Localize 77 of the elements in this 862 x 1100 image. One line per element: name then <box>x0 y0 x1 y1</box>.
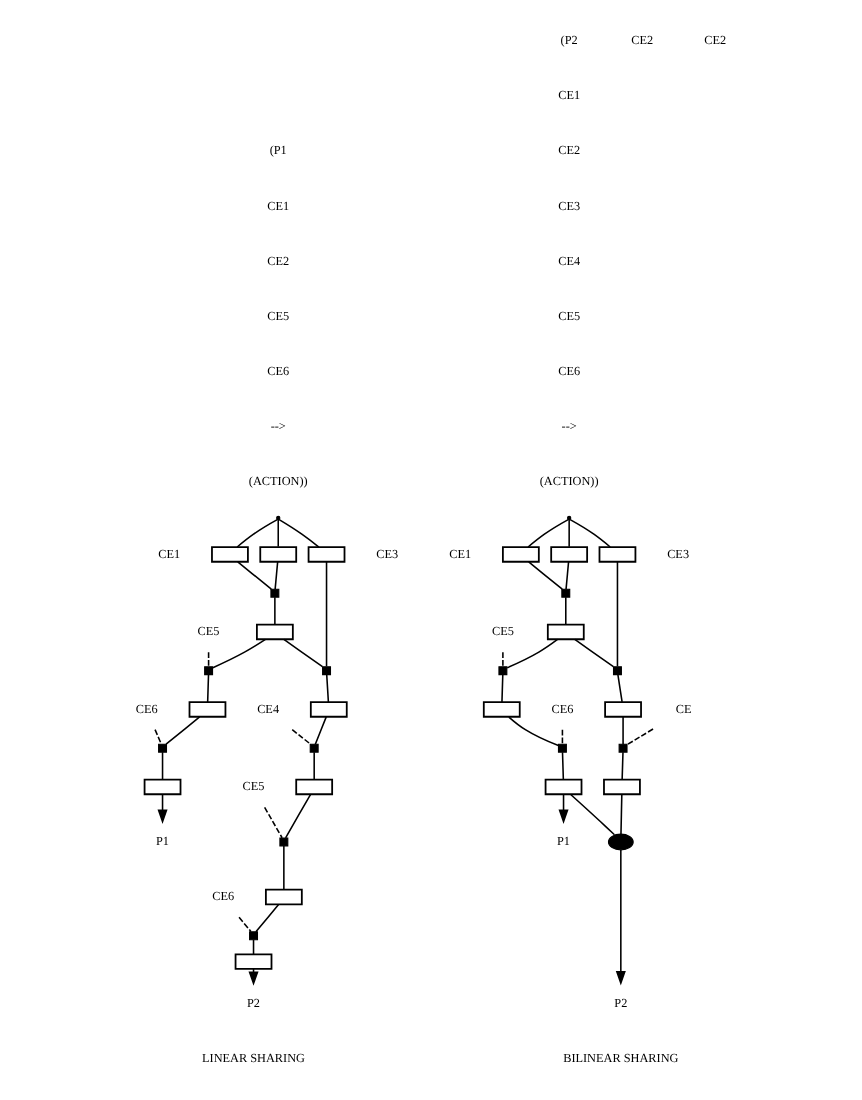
node-box <box>265 888 303 906</box>
connector <box>506 638 559 669</box>
connector <box>238 916 252 933</box>
node-square <box>270 588 280 598</box>
node-square <box>279 837 289 847</box>
connector <box>274 561 279 590</box>
connector <box>161 751 164 781</box>
node-square <box>557 743 567 753</box>
node-box <box>546 623 585 641</box>
connector <box>263 806 283 839</box>
node-box <box>234 953 273 970</box>
connector <box>284 793 312 839</box>
node-box <box>502 546 540 563</box>
connector <box>501 673 504 703</box>
node-box <box>188 701 227 718</box>
node-square <box>612 666 622 676</box>
node-box <box>550 546 589 563</box>
node-square <box>498 666 508 676</box>
connector <box>236 518 279 548</box>
connector <box>277 519 280 548</box>
connector <box>255 903 280 933</box>
connector <box>574 638 615 668</box>
node-box <box>211 546 249 563</box>
connector <box>568 519 570 548</box>
connector <box>569 518 611 548</box>
connector <box>527 561 564 590</box>
connector <box>616 561 619 668</box>
node-box <box>604 701 642 718</box>
connector <box>237 561 273 590</box>
connector <box>325 673 330 703</box>
connector <box>565 561 570 590</box>
connector <box>620 793 623 835</box>
connector <box>325 561 328 668</box>
node-point <box>276 515 281 521</box>
node-point <box>567 515 572 521</box>
node-box <box>482 701 521 718</box>
node-ellipse <box>607 833 634 851</box>
connector <box>621 751 624 781</box>
node-square <box>158 743 168 753</box>
connector <box>283 638 324 668</box>
connector <box>154 728 162 745</box>
connector <box>313 751 315 781</box>
node-box <box>259 546 298 563</box>
node-box <box>544 778 583 796</box>
connector <box>314 716 328 745</box>
node-box <box>603 778 641 796</box>
connector <box>206 673 210 703</box>
connector <box>274 596 276 626</box>
connector <box>617 673 623 703</box>
node-box <box>143 778 182 796</box>
node-square <box>204 666 214 676</box>
node-box <box>295 778 334 796</box>
connector <box>570 793 616 836</box>
node-square <box>561 588 571 598</box>
node-square <box>309 743 319 753</box>
node-box <box>309 701 348 718</box>
connector <box>508 716 560 747</box>
connector <box>561 728 564 745</box>
node-box <box>598 546 637 563</box>
connector <box>527 518 569 548</box>
connector <box>212 638 267 669</box>
connector <box>278 518 320 548</box>
node-box <box>307 546 346 563</box>
node-square <box>618 743 628 753</box>
node-box <box>256 623 294 641</box>
connector <box>622 716 624 745</box>
arrow <box>615 849 626 986</box>
connector <box>626 728 654 746</box>
connector <box>561 751 565 781</box>
connector <box>207 651 210 668</box>
connector <box>565 596 567 626</box>
connector <box>283 845 285 891</box>
node-square <box>249 931 258 941</box>
connector <box>291 728 311 745</box>
node-square <box>322 666 332 676</box>
connector <box>165 716 201 745</box>
connector <box>502 651 504 668</box>
